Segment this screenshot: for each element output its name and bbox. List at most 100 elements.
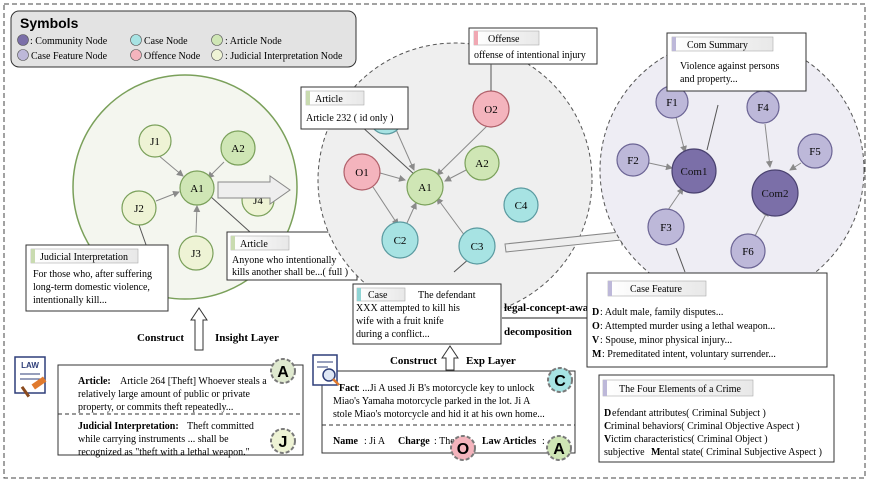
law-panel: LAW Article: Article 264 [Theft] Whoever… bbox=[14, 356, 304, 458]
svg-text:Fact: Fact bbox=[339, 383, 359, 394]
svg-text:riminal behaviors( Criminal Ob: riminal behaviors( Criminal Objective As… bbox=[611, 421, 800, 432]
svg-text:Miao's Yamaha motorcycle parke: Miao's Yamaha motorcycle parked in the l… bbox=[333, 396, 531, 407]
svg-text:M: M bbox=[651, 447, 661, 458]
node-f2: F2 bbox=[616, 143, 650, 177]
svg-text:Violence against persons: Violence against persons bbox=[680, 61, 779, 72]
svg-text:subjective: subjective bbox=[604, 447, 645, 458]
svg-text:F5: F5 bbox=[809, 146, 821, 158]
svg-text:LAW: LAW bbox=[21, 361, 39, 370]
svg-text:C4: C4 bbox=[515, 200, 528, 212]
svg-text:V: V bbox=[592, 335, 600, 346]
svg-text:Com1: Com1 bbox=[681, 166, 708, 178]
case-feature-item-o: O : Attempted murder using a lethal weap… bbox=[592, 321, 775, 332]
svg-text:Judicial Interpretation:: Judicial Interpretation: bbox=[78, 421, 179, 432]
case-feature-item-m: M : Premeditated intent, voluntary surre… bbox=[592, 349, 776, 360]
svg-text:O: O bbox=[592, 321, 600, 332]
node-com2: Com2 bbox=[751, 169, 799, 217]
com-summary-title: Com Summary bbox=[687, 40, 748, 51]
svg-text:: Spouse, minor physical injur: : Spouse, minor physical injury... bbox=[600, 335, 732, 346]
svg-text:Com2: Com2 bbox=[762, 188, 789, 200]
svg-text:O: O bbox=[457, 441, 469, 458]
svg-text:stole Miao's motorcycle and hi: stole Miao's motorcycle and hid it at hi… bbox=[333, 409, 545, 420]
svg-text:: ...Ji A used Ji B's motorcyc: : ...Ji A used Ji B's motorcycle key to … bbox=[357, 383, 534, 394]
com-summary-callout: Com Summary Violence against persons and… bbox=[666, 32, 807, 92]
svg-text:J: J bbox=[279, 434, 288, 451]
four-elements-box: The Four Elements of a Crime D efendant … bbox=[598, 374, 835, 463]
node-c2: C2 bbox=[381, 221, 419, 259]
article-node-swatch bbox=[211, 34, 223, 46]
svg-text:Construct: Construct bbox=[137, 332, 184, 344]
svg-text:D: D bbox=[592, 307, 599, 318]
svg-text:Article 264 [Theft] Whoever st: Article 264 [Theft] Whoever steals a bbox=[120, 376, 267, 387]
svg-text:recognized as "theft with a le: recognized as "theft with a lethal weapo… bbox=[78, 447, 250, 458]
node-com1: Com1 bbox=[671, 148, 717, 194]
node-f6: F6 bbox=[730, 233, 766, 269]
svg-text:Theft committed: Theft committed bbox=[187, 421, 254, 432]
svg-text:Article 232 ( id only ): Article 232 ( id only ) bbox=[306, 113, 393, 124]
svg-text:A2: A2 bbox=[475, 158, 488, 170]
case-feature-title: Case Feature bbox=[630, 284, 682, 295]
svg-text:O1: O1 bbox=[355, 167, 368, 179]
svg-text:long-term domestic violence,: long-term domestic violence, bbox=[33, 282, 150, 293]
case-search-icon bbox=[312, 354, 340, 386]
svg-text:Insight Layer: Insight Layer bbox=[215, 332, 279, 344]
decomposition-label: legal-concept-aware decomposition bbox=[502, 302, 601, 338]
case-feature-node-swatch bbox=[17, 49, 29, 61]
svg-text:F4: F4 bbox=[757, 102, 769, 114]
case-node-swatch bbox=[130, 34, 142, 46]
law-icon: LAW bbox=[14, 356, 47, 398]
svg-text:legal-concept-aware: legal-concept-aware bbox=[504, 302, 598, 314]
svg-text:Charge: Charge bbox=[398, 436, 430, 447]
svg-text:during a conflict...: during a conflict... bbox=[356, 329, 430, 340]
svg-text:F2: F2 bbox=[627, 155, 639, 167]
case-feature-item-d: D : Adult male, family disputes... bbox=[592, 307, 723, 318]
case-panel: Fact : ...Ji A used Ji B's motorcycle ke… bbox=[312, 354, 576, 461]
svg-text:: Ji A: : Ji A bbox=[364, 436, 386, 447]
four-elements-item-d: D efendant attributes( Criminal Subject … bbox=[604, 408, 766, 419]
svg-text:wife with a fruit knife: wife with a fruit knife bbox=[356, 316, 444, 327]
svg-text:Anyone who intentionally: Anyone who intentionally bbox=[232, 255, 336, 266]
svg-text:kills another shall be...( ful: kills another shall be...( full ) bbox=[232, 267, 348, 278]
left-graph: J4 J1 J2 J3 A1 A2 Judicial Interpretatio… bbox=[25, 74, 358, 312]
four-elements-item-c: C riminal behaviors( Criminal Objective … bbox=[604, 421, 800, 432]
svg-text:C3: C3 bbox=[471, 241, 484, 253]
svg-text:: The: : The bbox=[434, 436, 455, 447]
svg-text:A2: A2 bbox=[231, 143, 244, 155]
badge-j-law: J bbox=[270, 428, 296, 454]
offence-node-swatch bbox=[130, 49, 142, 61]
svg-text:M: M bbox=[592, 349, 602, 360]
badge-a-law: A bbox=[270, 358, 296, 384]
offense-callout-title: Offense bbox=[488, 34, 520, 45]
article-callout-mid-title: Article bbox=[315, 94, 343, 105]
article-callout-left-title: Article bbox=[240, 239, 268, 250]
svg-text:A: A bbox=[553, 441, 565, 458]
svg-text:: Adult male, family disputes.: : Adult male, family disputes... bbox=[600, 307, 723, 318]
svg-text::: : bbox=[542, 436, 545, 447]
svg-text:J1: J1 bbox=[150, 136, 160, 148]
svg-text:Law Articles: Law Articles bbox=[482, 436, 536, 447]
four-elements-item-m: subjective M ental state( Criminal Subje… bbox=[604, 447, 822, 458]
svg-text:F1: F1 bbox=[666, 97, 678, 109]
node-j1: J1 bbox=[138, 124, 172, 158]
svg-text:and property...: and property... bbox=[680, 74, 738, 85]
case-feature-item-v: V : Spouse, minor physical injury... bbox=[592, 335, 732, 346]
svg-text:For those who, after suffering: For those who, after suffering bbox=[33, 269, 152, 280]
svg-text:J4: J4 bbox=[253, 195, 263, 207]
offense-callout: Offense offense of intentional injury bbox=[468, 27, 598, 65]
svg-text:ental state( Criminal Subjecti: ental state( Criminal Subjective Aspect … bbox=[660, 447, 822, 458]
case-callout-title: Case bbox=[368, 290, 388, 301]
badge-a-case: A bbox=[546, 435, 572, 461]
node-a1-mid: A1 bbox=[406, 168, 444, 206]
outer-frame bbox=[3, 3, 866, 479]
node-f4: F4 bbox=[746, 90, 780, 124]
legend-case-feature-label: Case Feature Node bbox=[31, 51, 108, 62]
node-j2: J2 bbox=[121, 190, 157, 226]
node-a2-mid: A2 bbox=[464, 145, 500, 181]
svg-text:relatively large amount of pub: relatively large amount of public or pri… bbox=[78, 389, 251, 400]
article-callout-mid: Article Article 232 ( id only ) bbox=[300, 86, 409, 130]
svg-text:Construct: Construct bbox=[390, 355, 437, 367]
svg-text:decomposition: decomposition bbox=[504, 326, 572, 338]
node-c4: C4 bbox=[503, 187, 539, 223]
svg-text:C2: C2 bbox=[394, 235, 407, 247]
